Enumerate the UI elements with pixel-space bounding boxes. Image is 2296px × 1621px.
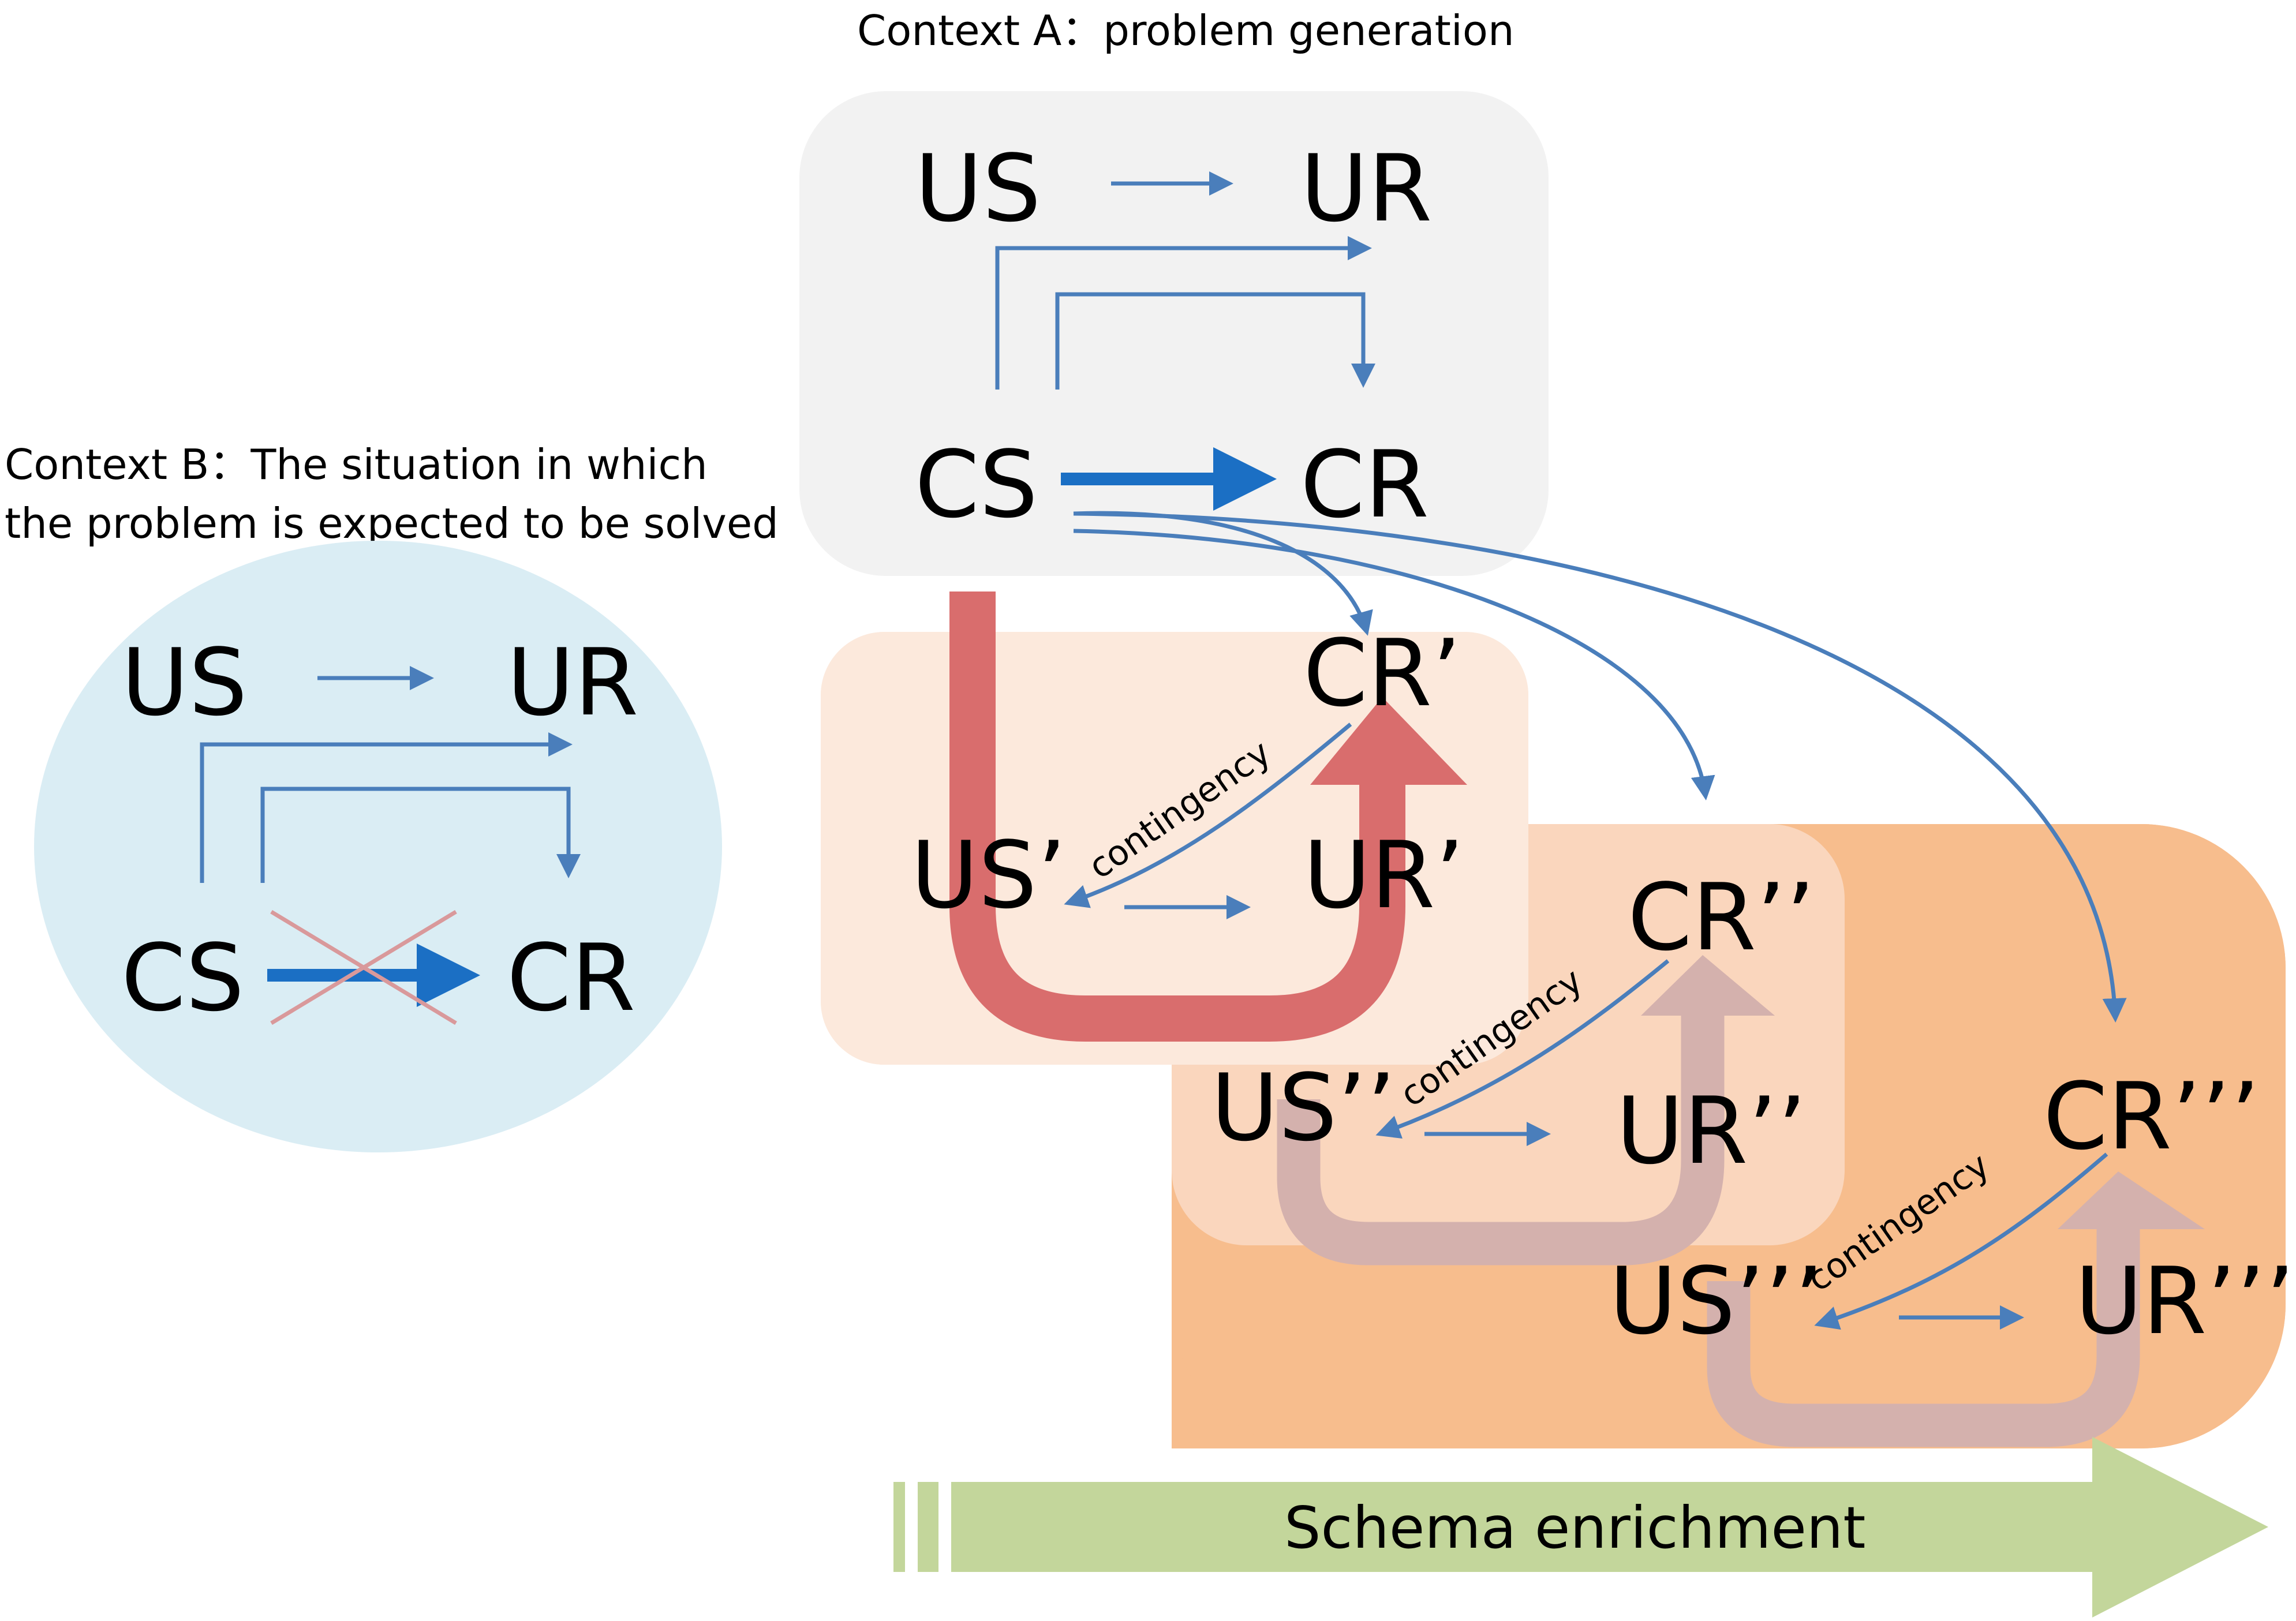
- stage3-ur: UR’’’: [2075, 1247, 2295, 1355]
- context-b-us: US: [121, 628, 248, 736]
- context-b-cr: CR: [507, 924, 635, 1032]
- stage3-cr: CR’’’: [2043, 1062, 2260, 1170]
- stage3-u-arrow: [1707, 1229, 2140, 1447]
- schema-enrichment-label: Schema enrichment: [1284, 1494, 1866, 1562]
- context-b-cross-line-2: [270, 910, 457, 1025]
- context-a-box: [799, 91, 1549, 576]
- stage2-contingency-arrow: [1375, 959, 1670, 1139]
- stage3-u-arrowhead: [2058, 1171, 2205, 1229]
- context-b-ur: UR: [507, 628, 638, 736]
- context-b-cs: CS: [121, 924, 244, 1032]
- stage2-cr: CR’’: [1628, 863, 1815, 971]
- stage1-u-arrow: [949, 592, 1405, 1042]
- stage2-us: US’’: [1211, 1054, 1396, 1162]
- context-b-cs-ur-path: [200, 732, 573, 883]
- context-a-us: US: [915, 134, 1041, 242]
- cs-to-cr3-curve: [1073, 511, 2127, 1023]
- stage1-contingency-arrow: [1064, 722, 1352, 908]
- stage1-u-arrowhead: [1310, 697, 1467, 785]
- context-a-cr: CR: [1300, 430, 1429, 538]
- schema-tail-bar-2: [918, 1482, 938, 1572]
- schema-enrichment-arrow: [951, 1437, 2268, 1618]
- stage2-u-arrow: [1277, 1016, 1725, 1266]
- cs-to-cr2-curve: [1073, 529, 1715, 800]
- context-b-cs-cr-path: [260, 787, 581, 883]
- stage3-us: US’’’: [1609, 1247, 1823, 1355]
- context-b-title-line2: the problem is expected to be solved: [5, 499, 779, 548]
- stage3-contingency-arrow: [1814, 1152, 2108, 1330]
- stage2-ur: UR’’: [1616, 1077, 1807, 1185]
- context-a-cs-ur-path: [995, 236, 1372, 390]
- stage1-cr: CR’: [1303, 619, 1461, 727]
- context-a-ur: UR: [1300, 134, 1432, 242]
- stage2-u-arrowhead: [1641, 955, 1775, 1016]
- context-a-title: Context A：problem generation: [857, 6, 1515, 55]
- schema-tail-bar-1: [893, 1482, 905, 1572]
- stage1-ur: UR’: [1303, 821, 1464, 929]
- context-b-title-line1: Context B：The situation in which: [5, 440, 708, 489]
- context-b-ellipse: [34, 541, 722, 1152]
- stage1-us: US’: [911, 821, 1067, 929]
- context-a-cs-cr-path: [1055, 292, 1375, 390]
- context-a-cs: CS: [915, 430, 1038, 538]
